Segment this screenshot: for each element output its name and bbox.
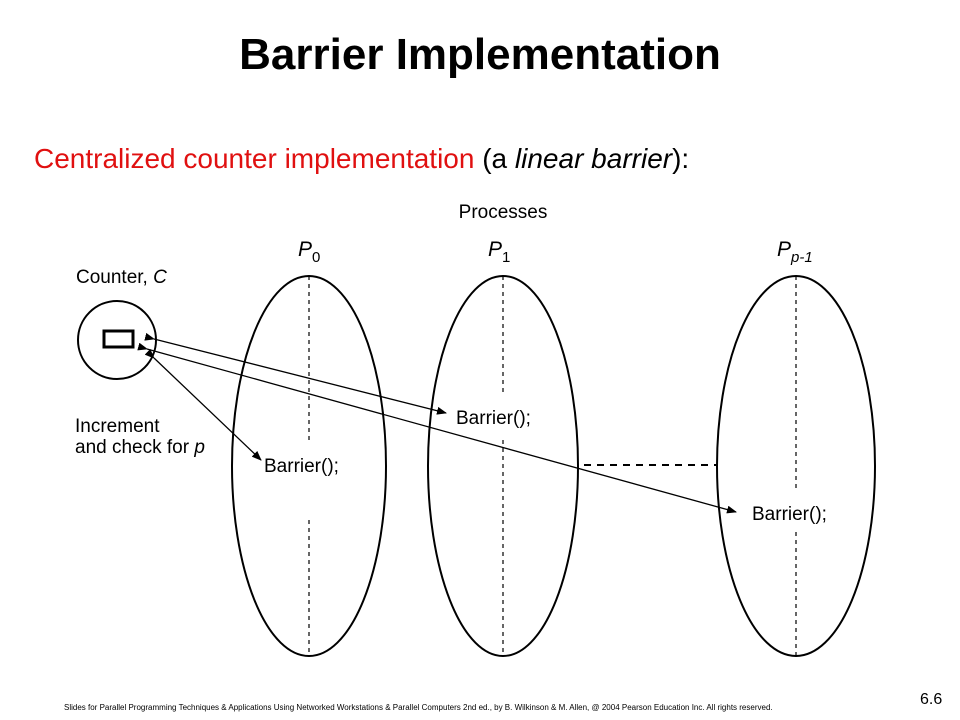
counter-label: Counter, C (76, 267, 167, 288)
slide-title: Barrier Implementation (239, 30, 721, 79)
counter-circle (77, 300, 157, 380)
arrow-counter-to-p1-barrier (144, 332, 447, 415)
subtitle-linear-barrier: linear barrier (514, 143, 673, 174)
process-p-1-label: Pp-1 (777, 238, 813, 266)
subtitle-paren-close: ): (672, 143, 690, 174)
subtitle-paren-open: (a (474, 143, 515, 174)
increment-label-line2: and check for p (75, 437, 205, 458)
counter-register (102, 329, 135, 349)
processes-label: Processes (459, 202, 548, 223)
barrier-call-pn: Barrier(); (752, 504, 827, 525)
slide-footer: Slides for Parallel Programming Techniqu… (64, 703, 773, 712)
arrow-counter-to-pn-barrier (137, 342, 737, 514)
slide-subtitle: Centralized counter implementation (a li… (34, 143, 689, 175)
subtitle-highlight: Centralized counter implementation (34, 143, 475, 174)
increment-label-line1: Increment (75, 416, 160, 437)
process-0-label: P0 (298, 238, 320, 266)
process-1-label: P1 (488, 238, 510, 266)
barrier-call-p1: Barrier(); (456, 408, 531, 429)
barrier-call-p0: Barrier(); (264, 456, 339, 477)
slide-number: 6.6 (920, 691, 943, 708)
